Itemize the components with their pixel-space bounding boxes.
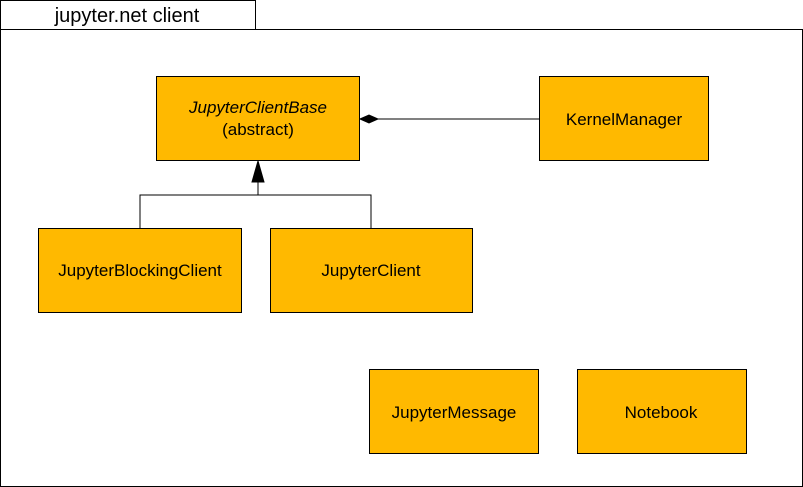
class-jupyter-client: JupyterClient	[270, 228, 473, 313]
package-tab	[0, 0, 256, 30]
class-box	[156, 76, 360, 161]
class-jupyter-client-base: JupyterClientBase (abstract)	[156, 76, 360, 161]
class-box	[270, 228, 473, 313]
class-name: KernelManager	[566, 110, 683, 129]
class-kernel-manager: KernelManager	[539, 76, 709, 161]
inheritance-edge-client	[258, 194, 372, 228]
class-name: JupyterBlockingClient	[58, 261, 222, 280]
class-name: Notebook	[625, 403, 698, 422]
class-box	[369, 369, 539, 454]
class-stereotype: (abstract)	[222, 120, 294, 139]
inheritance-arrowhead	[251, 159, 265, 183]
class-box	[539, 76, 709, 161]
class-name: JupyterClientBase	[188, 98, 327, 117]
class-box	[577, 369, 747, 454]
relationships	[139, 114, 539, 228]
package-title: jupyter.net client	[54, 5, 200, 27]
inheritance-edge-blocking-client	[139, 194, 258, 228]
class-box	[38, 228, 242, 313]
composition-diamond	[358, 114, 380, 124]
class-jupyter-message: JupyterMessage	[369, 369, 539, 454]
class-notebook: Notebook	[577, 369, 747, 454]
class-jupyter-blocking-client: JupyterBlockingClient	[38, 228, 242, 313]
class-name: JupyterMessage	[392, 403, 517, 422]
class-name: JupyterClient	[321, 261, 420, 280]
